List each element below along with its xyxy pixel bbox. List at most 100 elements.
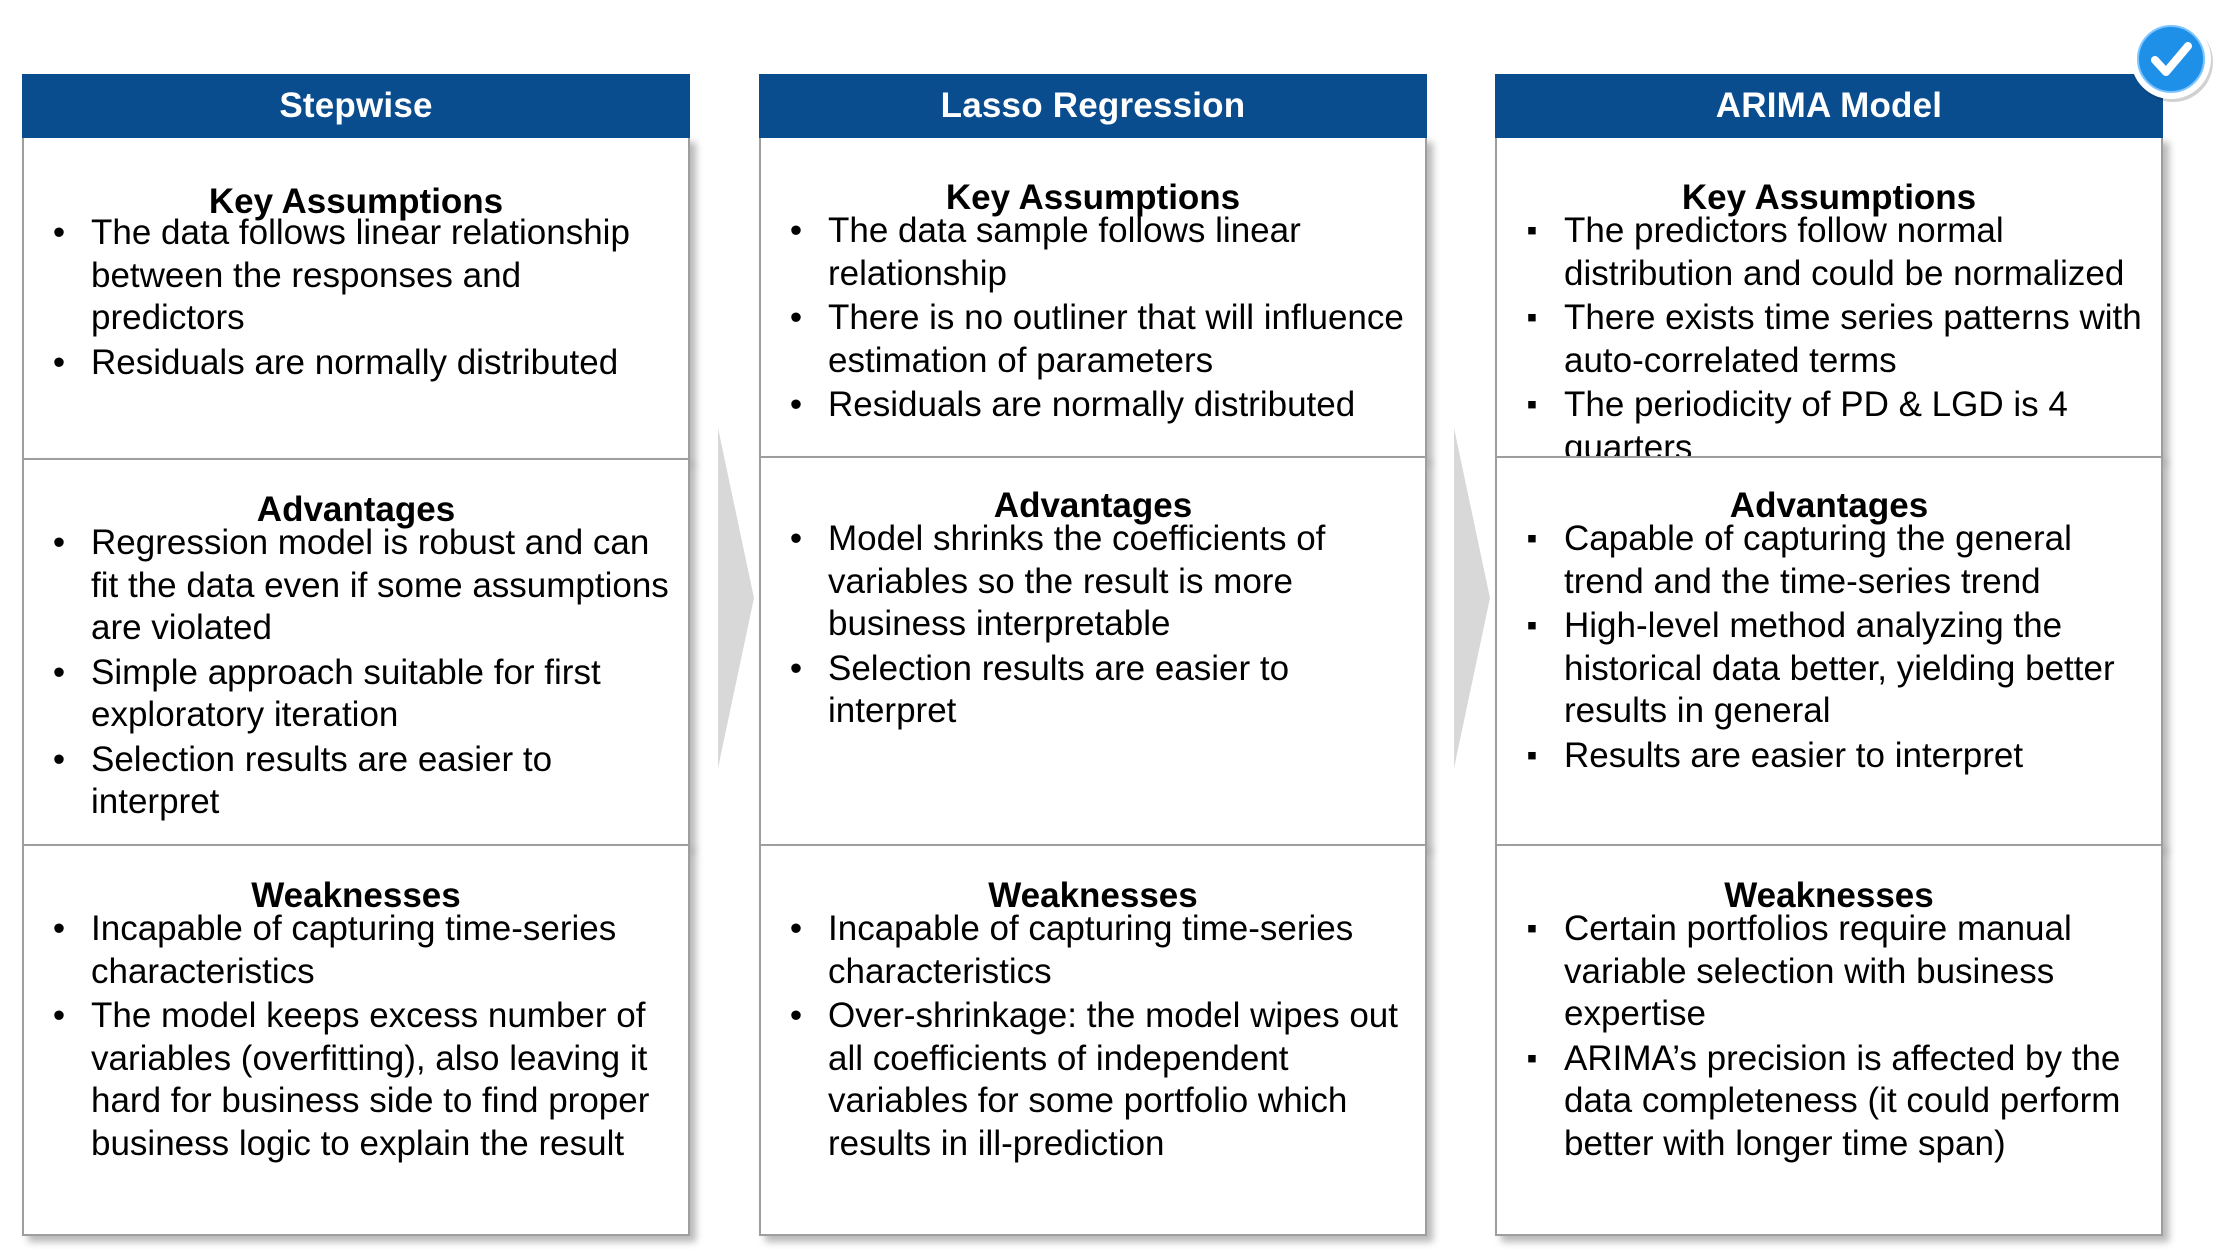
square-bullet-icon: ▪	[1526, 609, 1538, 642]
list-item-text: Selection results are easier to interpre…	[91, 739, 553, 822]
bullet-list: ▪ The predictors follow normal distributi…	[1497, 210, 2161, 469]
section-title: Weaknesses	[1724, 876, 1934, 915]
list-item-text: The predictors follow normal distributio…	[1564, 211, 2125, 293]
dot-bullet-icon: •	[789, 211, 803, 250]
list-item: • Incapable of capturing time-series char…	[24, 908, 688, 993]
section-weaknesses: Weaknesses ▪ Certain portfolios require ma…	[1495, 844, 2163, 1236]
section-title: Advantages	[256, 490, 456, 529]
section-title: Advantages	[993, 486, 1193, 525]
column-arima-model: Key Assumptions ▪ The predictors follow no…	[1495, 74, 2163, 1236]
list-item: ▪ Results are easier to interpret	[1497, 735, 2161, 778]
list-item: ▪ High-level method analyzing the histori…	[1497, 605, 2161, 733]
list-item: • Residuals are normally distributed	[761, 384, 1425, 427]
square-bullet-icon: ▪	[1526, 522, 1538, 555]
bullet-list: • Regression model is robust and can fit …	[24, 522, 688, 824]
list-item-text: Capable of capturing the general trend a…	[1564, 519, 2072, 601]
column-header: Lasso Regression	[759, 74, 1427, 138]
list-item: • Residuals are normally distributed	[24, 342, 688, 385]
list-item-text: ARIMA’s precision is affected by the dat…	[1564, 1038, 2121, 1163]
list-item-text: Residuals are normally distributed	[91, 342, 619, 382]
column-stepwise: Key Assumptions • The data follows linear …	[22, 74, 690, 1236]
list-item: • Incapable of capturing time-series char…	[761, 908, 1425, 993]
square-bullet-icon: ▪	[1526, 738, 1538, 772]
bullet-list: • Incapable of capturing time-series char…	[761, 908, 1425, 1165]
list-item: ▪ There exists time series patterns with …	[1497, 297, 2161, 382]
bullet-list: • The data sample follows linear relation…	[761, 210, 1425, 427]
list-item-text: The data follows linear relationship bet…	[91, 213, 630, 337]
square-bullet-icon: ▪	[1526, 214, 1538, 247]
square-bullet-icon: ▪	[1526, 301, 1538, 334]
list-item: • Simple approach suitable for first expl…	[24, 652, 688, 737]
dot-bullet-icon: •	[789, 996, 803, 1035]
dot-bullet-icon: •	[52, 523, 66, 562]
list-item-text: There is no outliner that will influence…	[828, 298, 1404, 380]
dot-bullet-icon: •	[789, 385, 803, 424]
list-item: • The data follows linear relationship be…	[24, 212, 688, 340]
dot-bullet-icon: •	[52, 652, 66, 692]
square-bullet-icon: ▪	[1526, 388, 1538, 421]
list-item: ▪ Certain portfolios require manual varia…	[1497, 908, 2161, 1036]
section-key-assumptions: Key Assumptions • The data sample follows …	[759, 136, 1427, 458]
section-title: Key Assumptions	[945, 178, 1241, 217]
list-item: • The data sample follows linear relation…	[761, 210, 1425, 295]
list-item-text: Selection results are easier to interpre…	[828, 648, 1290, 731]
list-item-text: High-level method analyzing the historic…	[1564, 606, 2115, 730]
section-title: Key Assumptions	[208, 182, 504, 221]
dot-bullet-icon: •	[52, 342, 66, 382]
list-item-text: Results are easier to interpret	[1564, 735, 2024, 775]
square-bullet-icon: ▪	[1526, 1041, 1538, 1075]
bullet-list: • Model shrinks the coefficients of varia…	[761, 518, 1425, 733]
list-item: • Regression model is robust and can fit …	[24, 522, 688, 650]
list-item-text: Simple approach suitable for first explo…	[91, 652, 601, 735]
list-item: • There is no outliner that will influenc…	[761, 297, 1425, 382]
checkmark-icon	[2131, 19, 2213, 102]
section-weaknesses: Weaknesses • Incapable of capturing time-s…	[22, 844, 690, 1236]
column-header: Stepwise	[22, 74, 690, 138]
list-item-text: The model keeps excess number of variabl…	[91, 996, 650, 1163]
dot-bullet-icon: •	[789, 298, 803, 337]
dot-bullet-icon: •	[789, 909, 803, 948]
dot-bullet-icon: •	[52, 909, 66, 948]
list-item-text: Regression model is robust and can fit t…	[91, 523, 669, 647]
section-title: Weaknesses	[988, 876, 1198, 915]
square-bullet-icon: ▪	[1526, 912, 1538, 945]
list-item-text: Model shrinks the coefficients of variab…	[828, 519, 1326, 643]
list-item-text: Over-shrinkage: the model wipes out all …	[828, 996, 1398, 1163]
section-key-assumptions: Key Assumptions • The data follows linear …	[22, 136, 690, 460]
list-item-text: The data sample follows linear relations…	[828, 211, 1301, 293]
section-title: Weaknesses	[251, 876, 461, 915]
list-item-text: The periodicity of PD & LGD is 4 quarter…	[1564, 385, 2068, 467]
column-header: ARIMA Model	[1495, 74, 2163, 138]
list-item: ▪ ARIMA’s precision is affected by the da…	[1497, 1038, 2161, 1166]
section-advantages: Advantages • Model shrinks the coefficient…	[759, 456, 1427, 846]
list-item: ▪ Capable of capturing the general trend …	[1497, 518, 2161, 603]
dot-bullet-icon: •	[52, 739, 66, 779]
list-item-text: Incapable of capturing time-series chara…	[828, 909, 1354, 991]
list-item: •Model shrinks the coefficients of varia…	[761, 518, 1425, 646]
section-title: Advantages	[1729, 486, 1929, 525]
dot-bullet-icon: •	[789, 648, 803, 688]
list-item: • The model keeps excess number of variab…	[24, 995, 688, 1165]
list-item-text: Residuals are normally distributed	[828, 385, 1356, 424]
list-item: • Selection results are easier to interpr…	[24, 739, 688, 824]
section-key-assumptions: Key Assumptions ▪ The predictors follow no…	[1495, 136, 2163, 467]
list-item: • Selection results are easier to interpr…	[761, 648, 1425, 733]
bullet-list: • Incapable of capturing time-series char…	[24, 908, 688, 1165]
list-item-text: Certain portfolios require manual variab…	[1564, 909, 2072, 1033]
section-weaknesses: Weaknesses • Incapable of capturing time-s…	[759, 844, 1427, 1236]
bullet-list: ▪ Certain portfolios require manual varia…	[1497, 908, 2161, 1165]
dot-bullet-icon: •	[52, 996, 66, 1035]
section-title: Key Assumptions	[1681, 178, 1977, 217]
bullet-list: ▪ Capable of capturing the general trend …	[1497, 518, 2161, 777]
section-advantages: Advantages • Regression model is robust an…	[22, 458, 690, 846]
bullet-list: • The data follows linear relationship be…	[24, 212, 688, 384]
section-advantages: Advantages ▪ Capable of capturing the gene…	[1495, 456, 2163, 846]
list-item: ▪ The predictors follow normal distributi…	[1497, 210, 2161, 295]
list-item-text: There exists time series patterns with a…	[1564, 298, 2142, 380]
flow-arrow-2	[1454, 428, 1490, 768]
flow-arrow-1	[718, 428, 754, 768]
column-lasso-regression: Key Assumptions • The data sample follows …	[759, 74, 1427, 1236]
list-item: • Over-shrinkage: the model wipes out all…	[761, 995, 1425, 1165]
list-item-text: Incapable of capturing time-series chara…	[91, 909, 617, 991]
dot-bullet-icon: •	[52, 213, 66, 252]
